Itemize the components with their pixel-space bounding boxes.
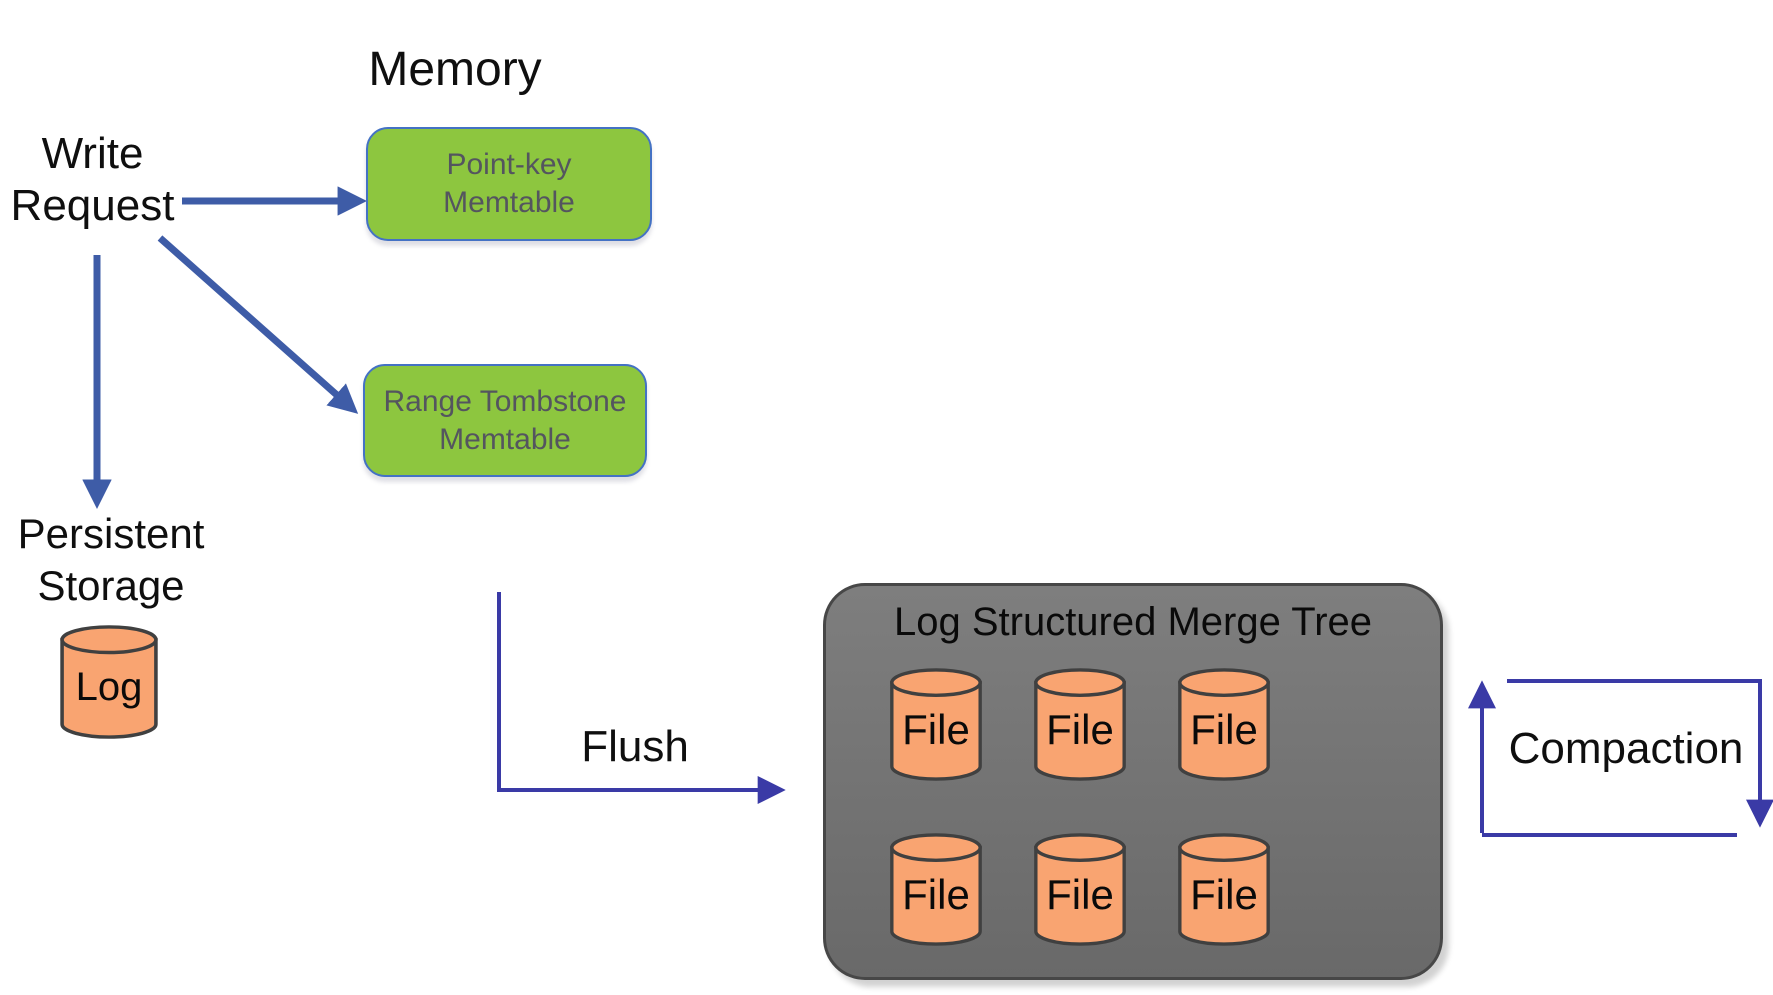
lsm-tree-title: Log Structured Merge Tree (893, 600, 1373, 644)
file-cylinder-label: File (1046, 871, 1114, 918)
file-cylinder: File (1176, 833, 1272, 946)
compaction-label: Compaction (1508, 724, 1744, 773)
write-to-range-tombstone-arrow (157, 235, 359, 414)
file-cylinder-label: File (1190, 706, 1258, 753)
log-cylinder-label: Log (75, 665, 143, 709)
file-cylinder: File (1176, 668, 1272, 781)
write-request-line1: Write (41, 129, 144, 178)
file-cylinder-label: File (902, 871, 970, 918)
log-cylinder: Log (58, 625, 160, 739)
range-tombstone-memtable-box: Range Tombstone Memtable (363, 364, 647, 477)
persistent-storage-line1: Persistent (17, 510, 205, 557)
cylinder-shape (1178, 668, 1270, 781)
pointkey-memtable-box: Point-key Memtable (366, 127, 652, 241)
persistent-storage-label: Persistent Storage (5, 508, 217, 612)
range-tombstone-line2: Memtable (439, 422, 571, 456)
lsm-tree-box: Log Structured Merge Tree File File File (823, 583, 1443, 980)
flush-label: Flush (581, 722, 689, 771)
persistent-storage-line2: Storage (37, 562, 185, 609)
range-tombstone-line1: Range Tombstone (383, 384, 627, 418)
file-cylinder: File (888, 668, 984, 781)
file-cylinder-label: File (1046, 706, 1114, 753)
cylinder-shape (890, 668, 982, 781)
file-cylinder-label: File (902, 706, 970, 753)
cylinder-shape (1178, 833, 1270, 946)
memory-label: Memory (368, 43, 542, 96)
pointkey-memtable-line1: Point-key (446, 148, 572, 181)
cylinder-shape (890, 833, 982, 946)
write-request-label: Write Request (0, 128, 190, 232)
file-cylinder-label: File (1190, 871, 1258, 918)
file-cylinder: File (888, 833, 984, 946)
write-request-line2: Request (10, 181, 175, 230)
cylinder-shape (1034, 833, 1126, 946)
cylinder-shape (60, 625, 158, 739)
cylinder-shape (1034, 668, 1126, 781)
file-cylinder: File (1032, 668, 1128, 781)
pointkey-memtable-line2: Memtable (443, 186, 575, 219)
file-cylinder: File (1032, 833, 1128, 946)
